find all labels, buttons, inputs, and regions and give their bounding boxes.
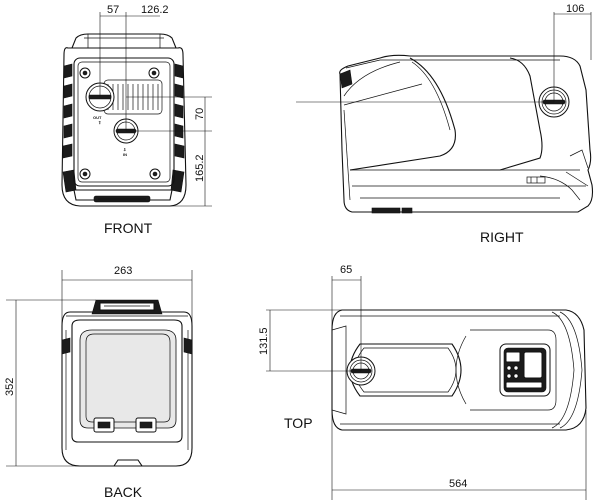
- back-view-label: BACK: [104, 484, 143, 500]
- back-dim-263: 263: [114, 265, 132, 277]
- back-dim-352: 352: [4, 378, 16, 396]
- right-dim-106: 106: [566, 3, 584, 15]
- back-feet: [93, 417, 157, 433]
- right-view: 106 RIGHT: [296, 3, 594, 245]
- back-handle: [91, 299, 163, 315]
- top-dim-65: 65: [340, 264, 352, 276]
- front-screws: [79, 67, 161, 180]
- back-view: 263 352 BACK: [4, 265, 193, 500]
- front-left-ribs: [62, 63, 77, 193]
- inlet-arrow-icon: ⇩: [123, 147, 126, 152]
- right-dimensions: 106: [296, 3, 592, 103]
- front-dim-70: 70: [194, 108, 206, 120]
- top-dimensions: 65 131.5 564: [258, 264, 587, 500]
- front-right-ribs: [170, 63, 185, 193]
- front-dim-165-2: 165.2: [194, 154, 206, 182]
- front-dimensions: 57 126.2 70 165.2: [99, 4, 212, 207]
- front-dim-126-2: 126.2: [141, 4, 169, 16]
- top-view: 65 131.5 564 TOP: [258, 264, 587, 500]
- top-view-label: TOP: [284, 415, 313, 431]
- back-dimensions: 263 352: [4, 265, 193, 467]
- right-view-label: RIGHT: [480, 229, 524, 245]
- inlet-label: IN: [123, 152, 127, 157]
- front-view-label: FRONT: [104, 220, 153, 236]
- outlet-label: OUT: [93, 115, 102, 120]
- outlet-arrow-icon: ⇧: [98, 120, 101, 125]
- front-dim-57: 57: [107, 4, 119, 16]
- top-dim-131-5: 131.5: [258, 327, 270, 355]
- front-view: OUT ⇧ ⇩ IN 57 126.2 70 1: [61, 4, 212, 236]
- control-panel: [499, 343, 551, 397]
- top-dim-564: 564: [449, 478, 467, 490]
